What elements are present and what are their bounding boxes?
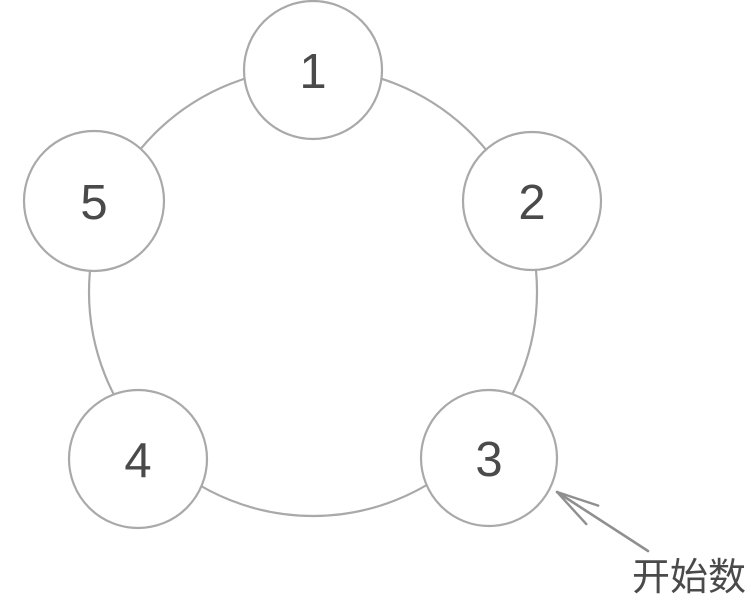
node-group-5[interactable]: 5 — [22, 129, 166, 273]
node-label-5: 5 — [80, 176, 107, 230]
node-circle-5[interactable] — [22, 129, 166, 273]
start-annotation-arrow — [555, 490, 650, 553]
node-label-1: 1 — [299, 45, 326, 99]
arrow-shaft-line — [555, 490, 650, 553]
node-circle-3[interactable] — [419, 388, 559, 528]
node-label-3: 3 — [475, 433, 502, 487]
node-label-4: 4 — [124, 434, 151, 488]
node-group-1[interactable]: 1 — [242, 0, 384, 141]
arrow-head-icon — [555, 490, 600, 526]
node-group-3[interactable]: 3 — [419, 388, 559, 528]
node-group-2[interactable]: 2 — [461, 130, 603, 272]
node-label-2: 2 — [518, 176, 545, 230]
node-circle-1[interactable] — [242, 0, 384, 141]
node-group-4[interactable]: 4 — [67, 388, 209, 530]
start-annotation-label: 开始数 — [632, 555, 746, 599]
node-circle-2[interactable] — [461, 130, 603, 272]
node-circle-4[interactable] — [67, 388, 209, 530]
